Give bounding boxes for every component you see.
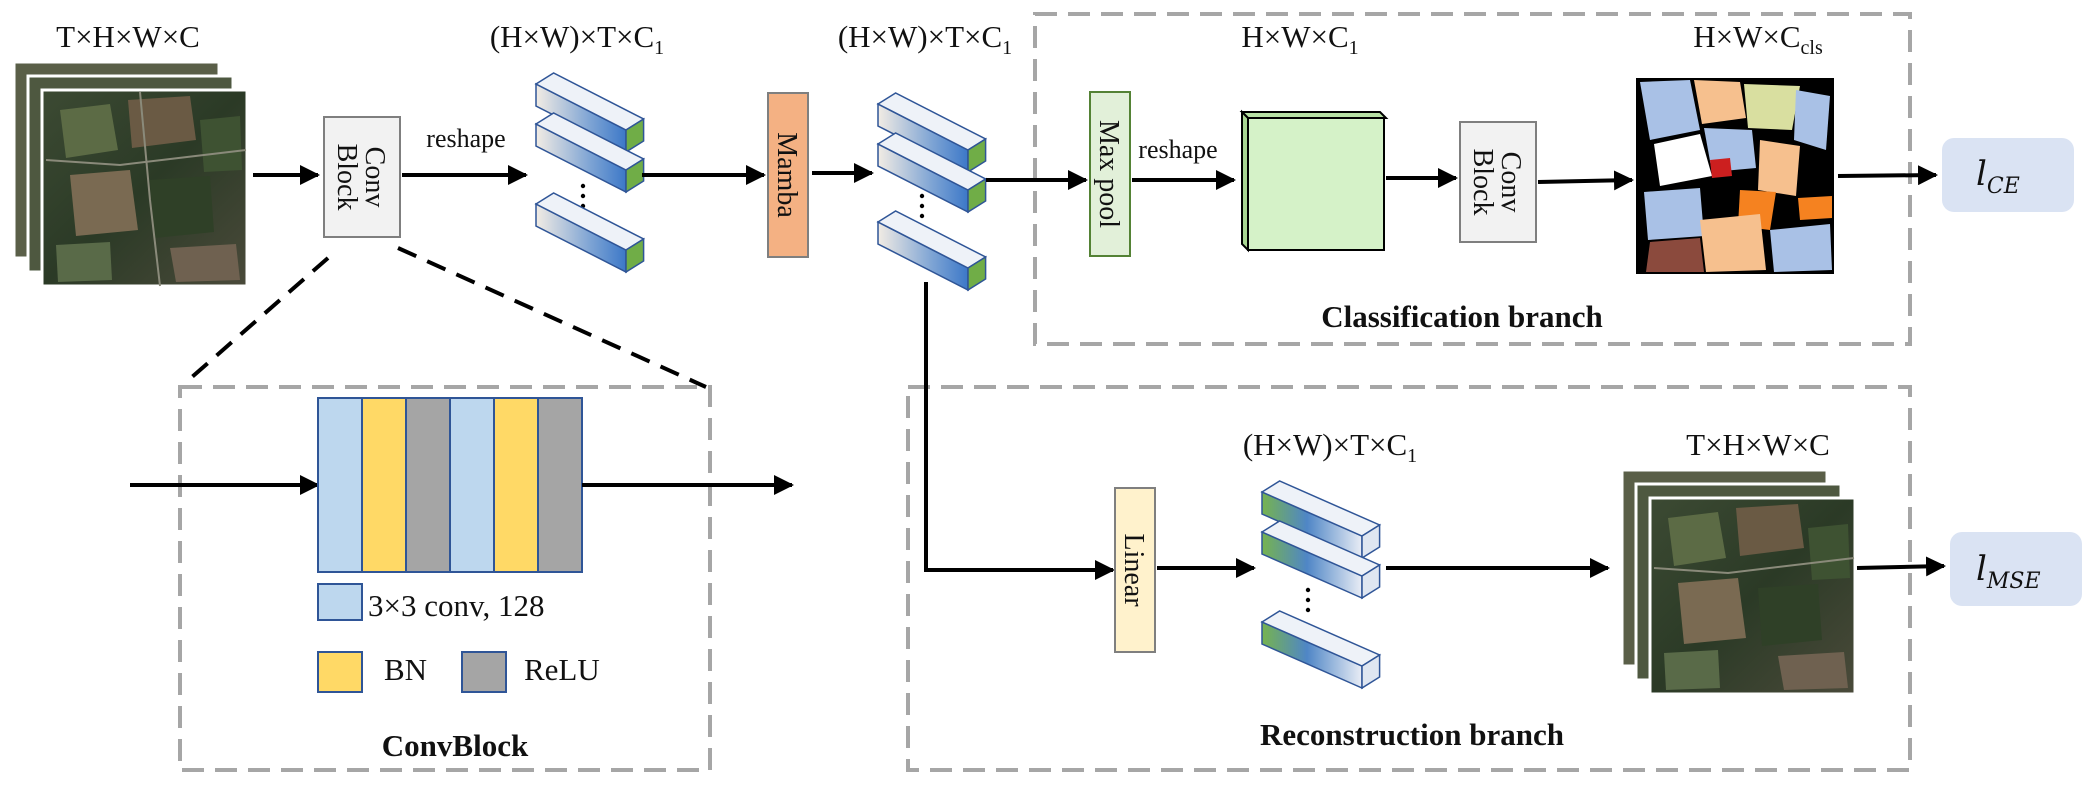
recon-dims-label: (H×W)×T×C1 [1243, 427, 1417, 467]
token-a-3 [534, 192, 646, 274]
token-b-3 [876, 210, 988, 292]
legend-relu-label: ReLU [524, 652, 600, 687]
conv-block-a-line1: Conv [359, 147, 390, 208]
token-group-b [876, 92, 988, 292]
segmentation-map [1636, 78, 1834, 274]
token-b-1 [876, 92, 988, 174]
linear-block[interactable] [1114, 487, 1156, 653]
arrow-to-ce-loss [1837, 165, 1938, 186]
reshape-label-a: reshape [426, 124, 505, 153]
ce-loss-box [1942, 138, 2074, 212]
layer-bn-2 [493, 397, 539, 573]
feature-map-cube [1239, 109, 1389, 253]
pool-dims-label: H×W×C1 [1241, 19, 1358, 59]
ellipsis-dot [580, 193, 586, 199]
legend-bn-swatch [317, 651, 363, 693]
input-dims-label: T×H×W×C [56, 19, 200, 54]
legend-relu-swatch [461, 651, 507, 693]
reshape-label-b: reshape [1138, 135, 1217, 164]
ellipsis-dot [919, 203, 925, 209]
max-pool-block[interactable] [1089, 91, 1131, 257]
reconstruction-branch-title: Reconstruction branch [1260, 717, 1564, 752]
conv-block-b[interactable] [1459, 121, 1537, 243]
ellipsis-dot [580, 183, 586, 189]
reshape-dims-b-label: (H×W)×T×C1 [838, 19, 1012, 59]
arrow-to-mse-loss [1856, 556, 1946, 577]
recon-satellite-image [1648, 496, 1857, 696]
token-group-a [534, 72, 646, 274]
token-a-2 [534, 112, 646, 194]
layer-conv-1 [317, 397, 363, 573]
token-group-c [1260, 480, 1382, 690]
linear-label: Linear [1118, 533, 1149, 607]
mamba-label: Mamba [771, 132, 802, 218]
token-a-1 [534, 72, 646, 154]
satellite-image [40, 88, 249, 288]
arrow-conv-to-segmentation [1537, 170, 1634, 191]
token-c-1 [1260, 480, 1382, 560]
ce-loss-label: lCE [1976, 154, 2020, 199]
layer-relu-1 [405, 397, 451, 573]
reshape-dims-a-label: (H×W)×T×C1 [490, 19, 664, 59]
ellipsis-dot [1305, 587, 1311, 593]
token-c-2 [1260, 520, 1382, 600]
token-b-2 [876, 132, 988, 214]
conv-block-a-line2: Block [331, 144, 362, 211]
max-pool-label: Max pool [1093, 120, 1124, 228]
reconstruction-branch-frame [906, 385, 1912, 772]
arrow-tokens-to-linear [924, 282, 1115, 580]
conv-block-b-line1: Conv [1495, 152, 1526, 213]
convblock-layers [317, 397, 583, 573]
mse-loss-box [1950, 532, 2082, 606]
input-image-stack [12, 60, 249, 288]
legend-bn-label: BN [384, 652, 427, 687]
legend-conv-swatch [317, 583, 363, 621]
ellipsis-dot [1305, 607, 1311, 613]
convblock-title: ConvBlock [382, 728, 529, 763]
layer-relu-2 [537, 397, 583, 573]
conv-block-b-line2: Block [1467, 149, 1498, 216]
mse-loss-label: lMSE [1976, 549, 2041, 594]
ellipsis-dot [919, 193, 925, 199]
recon-image-stack [1620, 468, 1857, 696]
recon-out-dims-label: T×H×W×C [1686, 427, 1830, 462]
mamba-block[interactable] [767, 92, 809, 258]
zoom-line-right [397, 246, 707, 389]
output-dims-label: H×W×Ccls [1693, 19, 1823, 59]
convblock-frame [178, 385, 712, 772]
legend-conv-label: 3×3 conv, 128 [368, 588, 544, 623]
conv-block-a[interactable] [323, 116, 401, 238]
ellipsis-dot [1305, 597, 1311, 603]
classification-branch-title: Classification branch [1321, 299, 1603, 334]
token-c-3 [1260, 610, 1382, 690]
layer-bn-1 [361, 397, 407, 573]
layer-conv-2 [449, 397, 495, 573]
ellipsis-dot [919, 213, 925, 219]
